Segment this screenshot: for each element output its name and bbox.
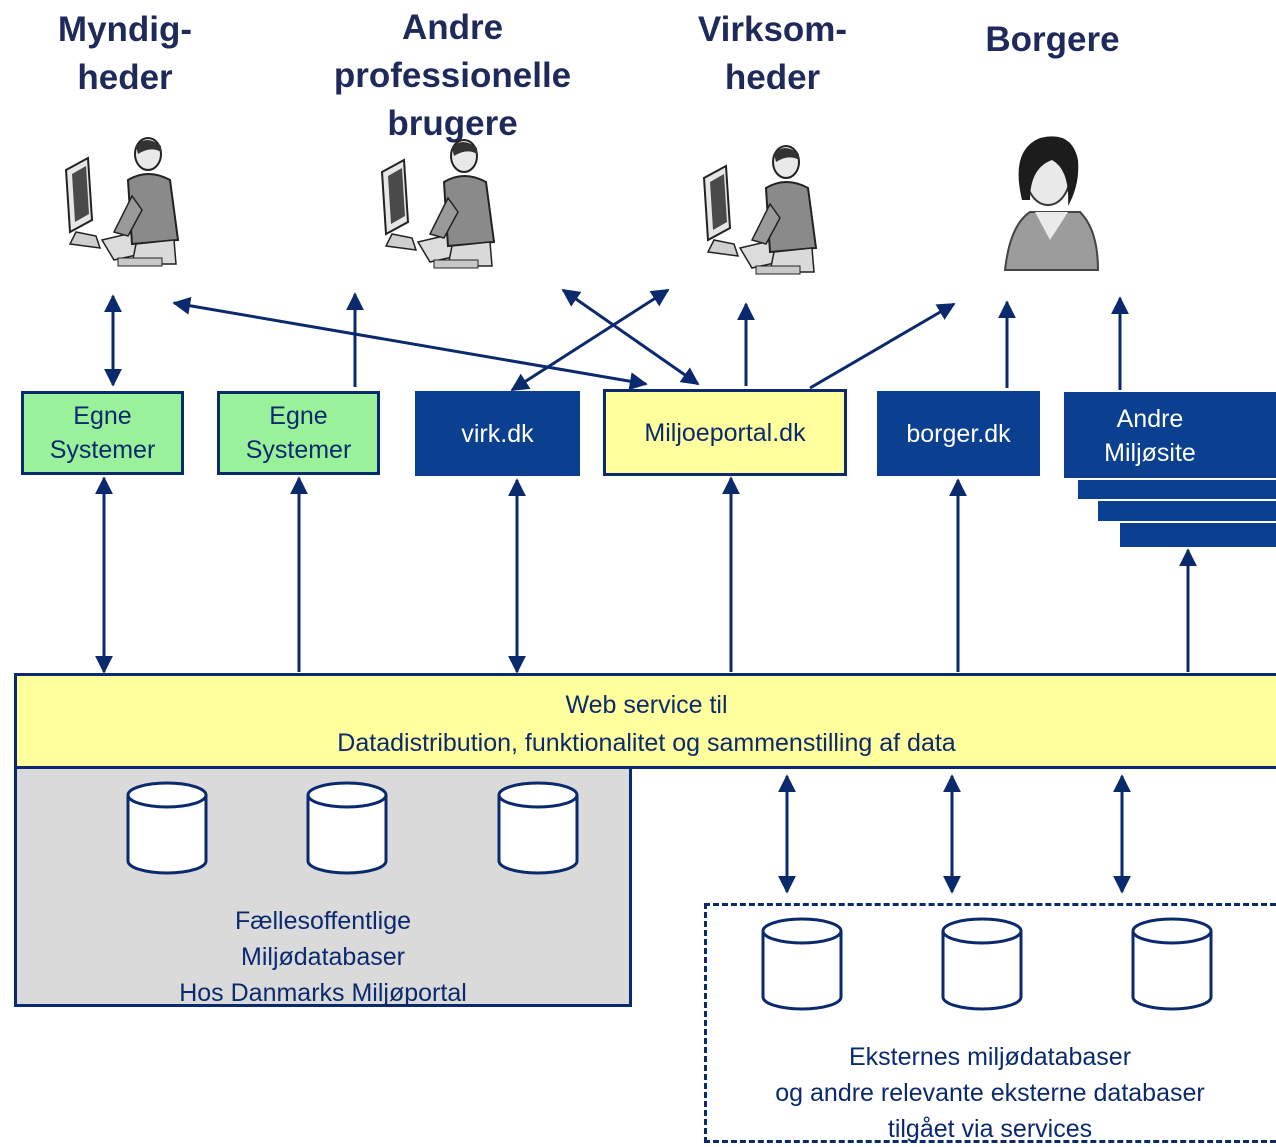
- internal-database-label: Fællesoffentlige Miljødatabaser Hos Danm…: [179, 907, 467, 1007]
- database-icon-internal-2: [306, 781, 388, 875]
- external-database-panel: [704, 903, 1276, 1143]
- woman-portrait-icon: [1003, 136, 1100, 271]
- user-group-virksomheder: Virksom- heder: [697, 10, 848, 97]
- egne-systemer-box-2: Egne Systemer: [217, 391, 380, 475]
- user-group-borgere: Borgere: [985, 20, 1120, 59]
- external-database-label: Eksternes miljødatabaser og andre releva…: [775, 1043, 1205, 1143]
- web-service-bar: Web service til Datadistribution, funkti…: [14, 673, 1276, 769]
- andre-miljosite-box: Andre Miljøsite: [1104, 405, 1196, 467]
- database-icon-internal-3: [497, 781, 579, 875]
- virk-dk-box: virk.dk: [415, 391, 580, 476]
- database-icon-external-3: [1131, 917, 1213, 1011]
- arrow-miljoeportal-myndigheder: [172, 296, 648, 391]
- database-icon-external-1: [761, 917, 843, 1011]
- user-group-myndigheder: Myndig- heder: [57, 10, 193, 97]
- arrow-miljoeportal-borgere: [809, 302, 956, 390]
- miljoeportal-dk-box: Miljoeportal.dk: [603, 389, 847, 476]
- user-group-andre-professionelle: Andre professionelle brugere: [333, 8, 572, 143]
- database-icon-internal-1: [126, 781, 208, 875]
- borger-dk-box: borger.dk: [877, 391, 1040, 476]
- database-icon-external-2: [941, 917, 1023, 1011]
- web-service-subtitle: Datadistribution, funktionalitet og samm…: [337, 729, 956, 757]
- arrow-miljoeportal-professionelle: [561, 288, 700, 386]
- web-service-title: Web service til: [565, 691, 728, 719]
- egne-systemer-box-1: Egne Systemer: [21, 391, 184, 475]
